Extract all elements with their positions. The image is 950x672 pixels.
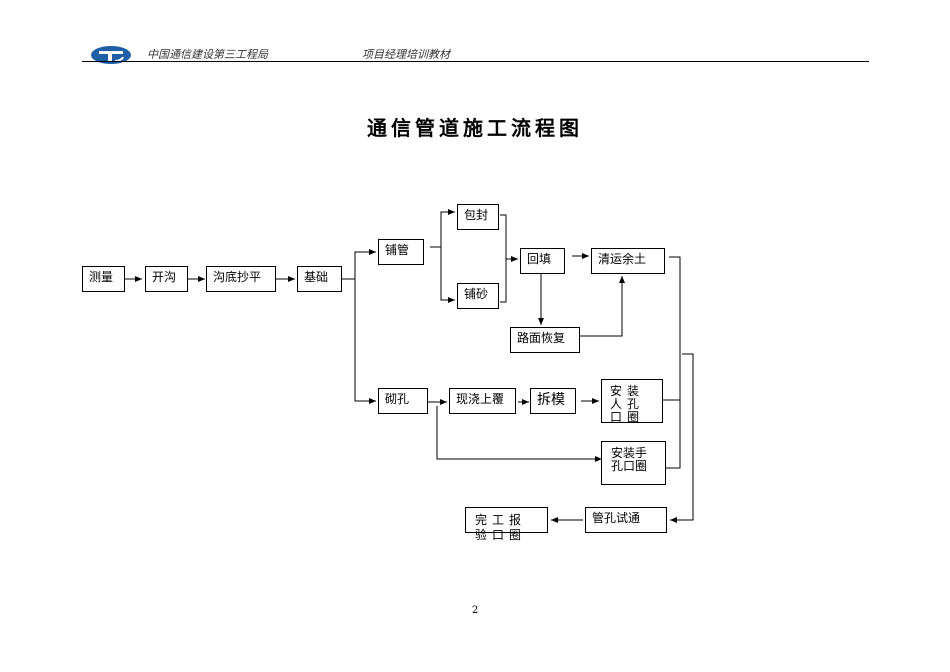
- step-cast-cover: 现浇上覆: [449, 388, 516, 414]
- step-sand: 铺砂: [457, 283, 499, 309]
- step-level: 沟底抄平: [206, 266, 276, 292]
- step-foundation: 基础: [297, 266, 342, 292]
- step-encase: 包封: [457, 204, 499, 230]
- step-lay-pipe: 铺管: [378, 239, 424, 265]
- company-logo-icon: [91, 46, 131, 64]
- step-pipe-test: 管孔试通: [585, 507, 667, 533]
- page-title: 通信管道施工流程图: [367, 116, 583, 140]
- step-acceptance: 完工报验口圈: [465, 507, 548, 542]
- header-subtitle: 项目经理培训教材: [362, 48, 450, 61]
- page-number: 2: [471, 605, 479, 616]
- step-clear-soil: 清运余土: [591, 248, 665, 274]
- step-manhole-ring: 安装人孔口圈: [601, 379, 663, 424]
- step-handhole-ring: 安装手孔口圈: [601, 441, 666, 485]
- step-trench: 开沟: [145, 266, 188, 292]
- header-org: 中国通信建设第三工程局: [147, 48, 268, 61]
- step-backfill: 回填: [520, 248, 565, 274]
- step-build-hole: 砌孔: [378, 388, 428, 414]
- step-survey: 测量: [82, 266, 125, 292]
- step-demold: 拆模: [530, 388, 576, 414]
- step-road-restore: 路面恢复: [510, 327, 580, 353]
- header-divider: [82, 61, 869, 62]
